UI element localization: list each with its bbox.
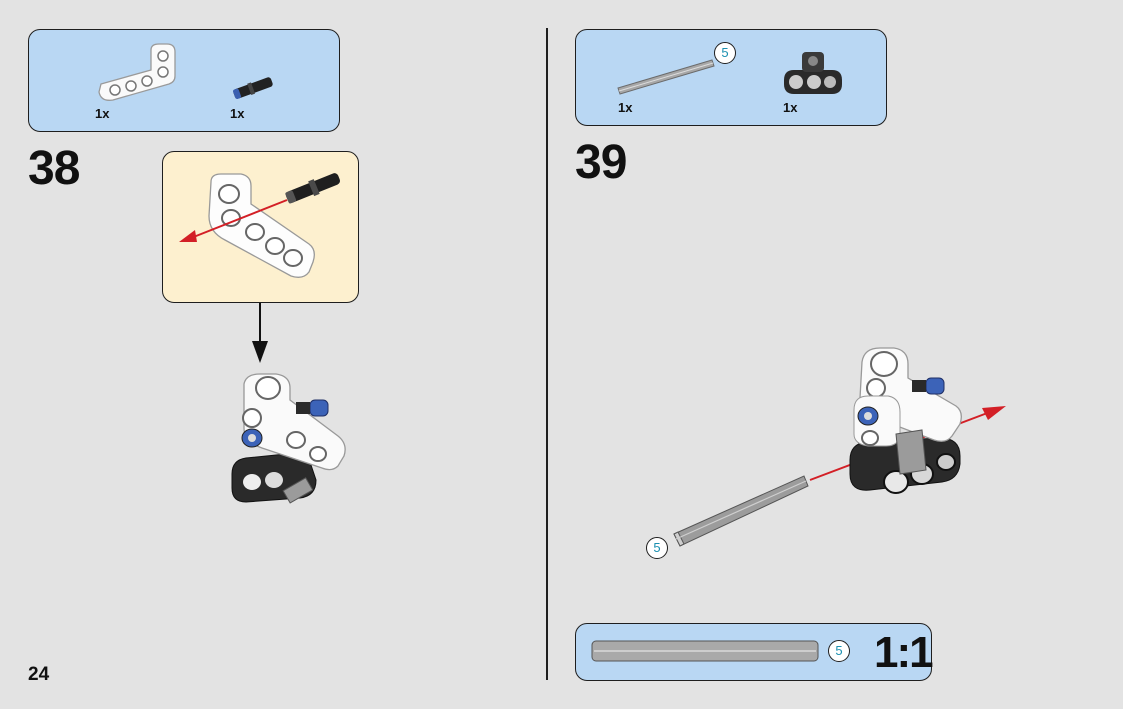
black-pin-part-icon: [233, 77, 273, 99]
scale-label: 1:1: [874, 628, 934, 677]
step38-part2-qty: 1x: [230, 106, 245, 121]
grey-axle-part-icon: [617, 59, 715, 95]
white-l-beam-part-icon: [98, 43, 176, 101]
step38-callout-panel: [162, 151, 359, 303]
scale-reference-panel: 5 1:1: [575, 623, 934, 681]
step38-callout-illustration: [179, 173, 341, 278]
step38-down-arrow: [252, 303, 268, 363]
step39-axle-length-badge: 5: [714, 42, 736, 64]
step38-assembly-illustration: [231, 373, 346, 504]
page-number: 24: [28, 664, 50, 685]
step39-assembly-illustration: [673, 347, 1006, 547]
step38-number: 38: [28, 142, 80, 195]
page-divider: [546, 28, 548, 680]
step38-parts-panel: 1x 1x: [28, 29, 340, 132]
step39-number: 39: [575, 136, 627, 189]
step39-part1-qty: 1x: [618, 100, 633, 115]
step39-assembly-axle-length-badge: 5: [646, 537, 668, 559]
step39-parts-panel: 5 1x 1x: [575, 29, 887, 126]
scale-axle-icon: [591, 640, 819, 662]
step38-part1-qty: 1x: [95, 106, 110, 121]
scale-length-badge: 5: [828, 640, 850, 662]
black-connector-part-icon: [784, 52, 842, 94]
step39-part2-qty: 1x: [783, 100, 798, 115]
